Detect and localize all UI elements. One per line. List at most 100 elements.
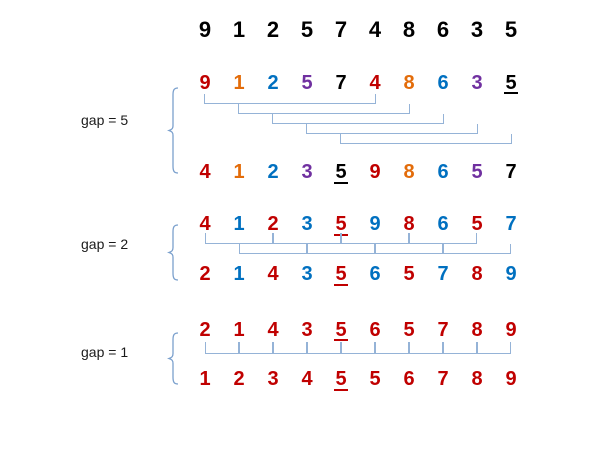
digit: 1 — [233, 213, 245, 235]
digit: 8 — [471, 318, 483, 341]
digit: 5 — [369, 368, 381, 390]
odd-comb-bracket — [239, 244, 511, 254]
bracket-tick — [374, 244, 376, 253]
digit: 7 — [437, 263, 449, 285]
bracket-tick — [374, 342, 376, 353]
digit: 5 — [301, 71, 313, 94]
tracked-value-underline — [334, 388, 348, 391]
digit: 4 — [267, 318, 279, 341]
bracket-tick — [306, 244, 308, 253]
digit: 2 — [267, 213, 279, 235]
digit: 2 — [266, 17, 280, 42]
digit: 5 — [335, 213, 347, 235]
tracked-value-underline — [504, 92, 518, 94]
pair-bracket — [340, 133, 512, 144]
tracked-value-underline — [334, 339, 348, 341]
bracket-tick — [340, 342, 342, 353]
digit: 1 — [233, 263, 245, 285]
bracket-tick — [408, 233, 410, 243]
digit: 3 — [301, 161, 313, 183]
digit: 5 — [403, 263, 415, 285]
digit: 4 — [199, 213, 211, 235]
digit: 2 — [267, 161, 279, 183]
digit: 9 — [199, 71, 211, 94]
left-curly-brace — [167, 224, 179, 281]
digit: 8 — [403, 213, 415, 235]
digit: 5 — [300, 17, 314, 42]
gap-label: gap = 1 — [81, 344, 129, 360]
digit: 5 — [335, 318, 347, 341]
digit: 7 — [505, 213, 517, 235]
digit: 3 — [301, 263, 313, 285]
digit: 9 — [198, 17, 212, 42]
tracked-value-underline — [334, 181, 348, 184]
bracket-tick — [272, 233, 274, 243]
pair-bracket — [238, 103, 410, 114]
digit: 3 — [301, 318, 313, 341]
digit: 4 — [369, 71, 381, 94]
digit: 6 — [437, 161, 449, 183]
digit: 7 — [334, 17, 348, 42]
digit: 3 — [267, 368, 279, 390]
digit: 7 — [437, 318, 449, 341]
digit: 5 — [335, 368, 347, 390]
digit: 6 — [369, 263, 381, 285]
pair-bracket — [306, 123, 478, 134]
bracket-tick — [238, 342, 240, 353]
bracket-tick — [306, 342, 308, 353]
digit: 4 — [301, 368, 313, 390]
digit: 7 — [335, 71, 347, 94]
digit: 9 — [369, 213, 381, 235]
digit: 2 — [233, 368, 245, 390]
digit: 9 — [505, 318, 517, 341]
pair-bracket — [204, 93, 376, 104]
bracket-tick — [340, 233, 342, 243]
digit: 2 — [199, 263, 211, 285]
digit: 3 — [470, 17, 484, 42]
pair-bracket — [272, 113, 444, 124]
comb-bracket — [205, 342, 511, 354]
digit: 6 — [369, 318, 381, 341]
digit: 6 — [403, 368, 415, 390]
digit: 5 — [504, 17, 518, 42]
digit: 1 — [232, 17, 246, 42]
digit: 6 — [436, 17, 450, 42]
digit: 3 — [471, 71, 483, 94]
digit: 5 — [335, 263, 347, 285]
digit: 9 — [369, 161, 381, 183]
digit: 5 — [471, 161, 483, 183]
digit: 5 — [505, 71, 517, 94]
digit: 8 — [471, 368, 483, 390]
digit: 6 — [437, 213, 449, 235]
digit: 1 — [199, 368, 211, 390]
digit: 7 — [505, 161, 517, 183]
digit: 9 — [505, 263, 517, 285]
left-curly-brace — [167, 332, 179, 385]
digit: 7 — [437, 368, 449, 390]
digit: 3 — [301, 213, 313, 235]
digit: 8 — [403, 71, 415, 94]
digit: 5 — [471, 213, 483, 235]
bracket-tick — [442, 342, 444, 353]
even-comb-bracket — [205, 233, 477, 244]
digit: 8 — [402, 17, 416, 42]
tracked-value-underline — [334, 283, 348, 286]
digit: 5 — [335, 161, 347, 183]
digit: 2 — [199, 318, 211, 341]
digit: 8 — [403, 161, 415, 183]
digit: 4 — [199, 161, 211, 183]
gap-label: gap = 2 — [81, 236, 129, 252]
digit: 9 — [505, 368, 517, 390]
digit: 4 — [267, 263, 279, 285]
bracket-tick — [476, 342, 478, 353]
digit: 6 — [437, 71, 449, 94]
digit: 2 — [267, 71, 279, 94]
digit: 1 — [233, 161, 245, 183]
digit: 5 — [403, 318, 415, 341]
digit: 1 — [233, 318, 245, 341]
bracket-tick — [408, 342, 410, 353]
digit: 8 — [471, 263, 483, 285]
left-curly-brace — [167, 87, 179, 174]
bracket-tick — [442, 244, 444, 253]
